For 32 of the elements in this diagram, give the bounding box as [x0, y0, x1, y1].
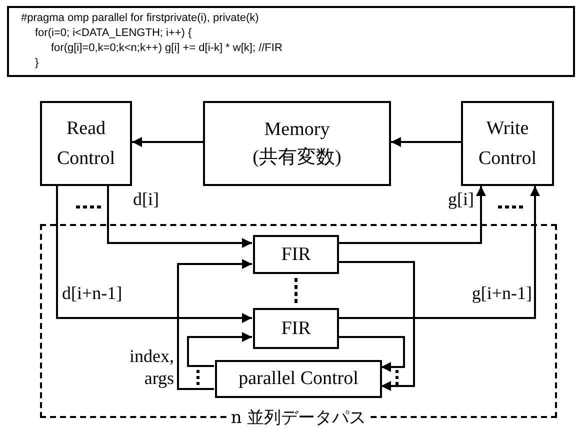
- edge-label: index, args: [128, 345, 174, 389]
- box-label: Memory (共有変数): [252, 118, 342, 170]
- arrow: [338, 336, 405, 372]
- process-box: [203, 101, 391, 186]
- process-box: [461, 101, 554, 186]
- arrow: [338, 186, 540, 319]
- process-box: [253, 235, 339, 274]
- edge-label: d[i+n-1]: [62, 282, 122, 304]
- arrow: [132, 137, 203, 147]
- edge-label: g[i]: [447, 188, 474, 210]
- arrow: [338, 261, 415, 391]
- code-line: for(g[i]=0,k=0;k<n;k++) g[i] += d[i-k] * w[k]; //FIR: [50, 41, 282, 56]
- arrow: [107, 186, 252, 248]
- code-box: [7, 6, 575, 77]
- process-box: [253, 308, 339, 349]
- box-label: FIR: [280, 316, 312, 340]
- box-label: Write Control: [477, 116, 538, 170]
- arrow: [187, 332, 252, 367]
- box-label: parallel Control: [238, 367, 358, 391]
- arrow: [56, 186, 252, 323]
- box-label: Read Control: [56, 116, 116, 170]
- code-line: for(i=0; i<DATA_LENGTH; i++) {: [34, 26, 192, 41]
- edge-label: d[i]: [133, 188, 159, 210]
- box-label: FIR: [280, 242, 312, 266]
- process-box: [40, 101, 132, 186]
- arrow: [391, 137, 461, 147]
- process-box: [215, 360, 382, 398]
- code-line: }: [34, 56, 39, 71]
- arrow: [177, 259, 252, 390]
- code-line: #pragma omp parallel for firstprivate(i), private(k): [21, 11, 259, 26]
- arrow: [338, 186, 486, 244]
- edge-label: g[i+n-1]: [470, 282, 532, 304]
